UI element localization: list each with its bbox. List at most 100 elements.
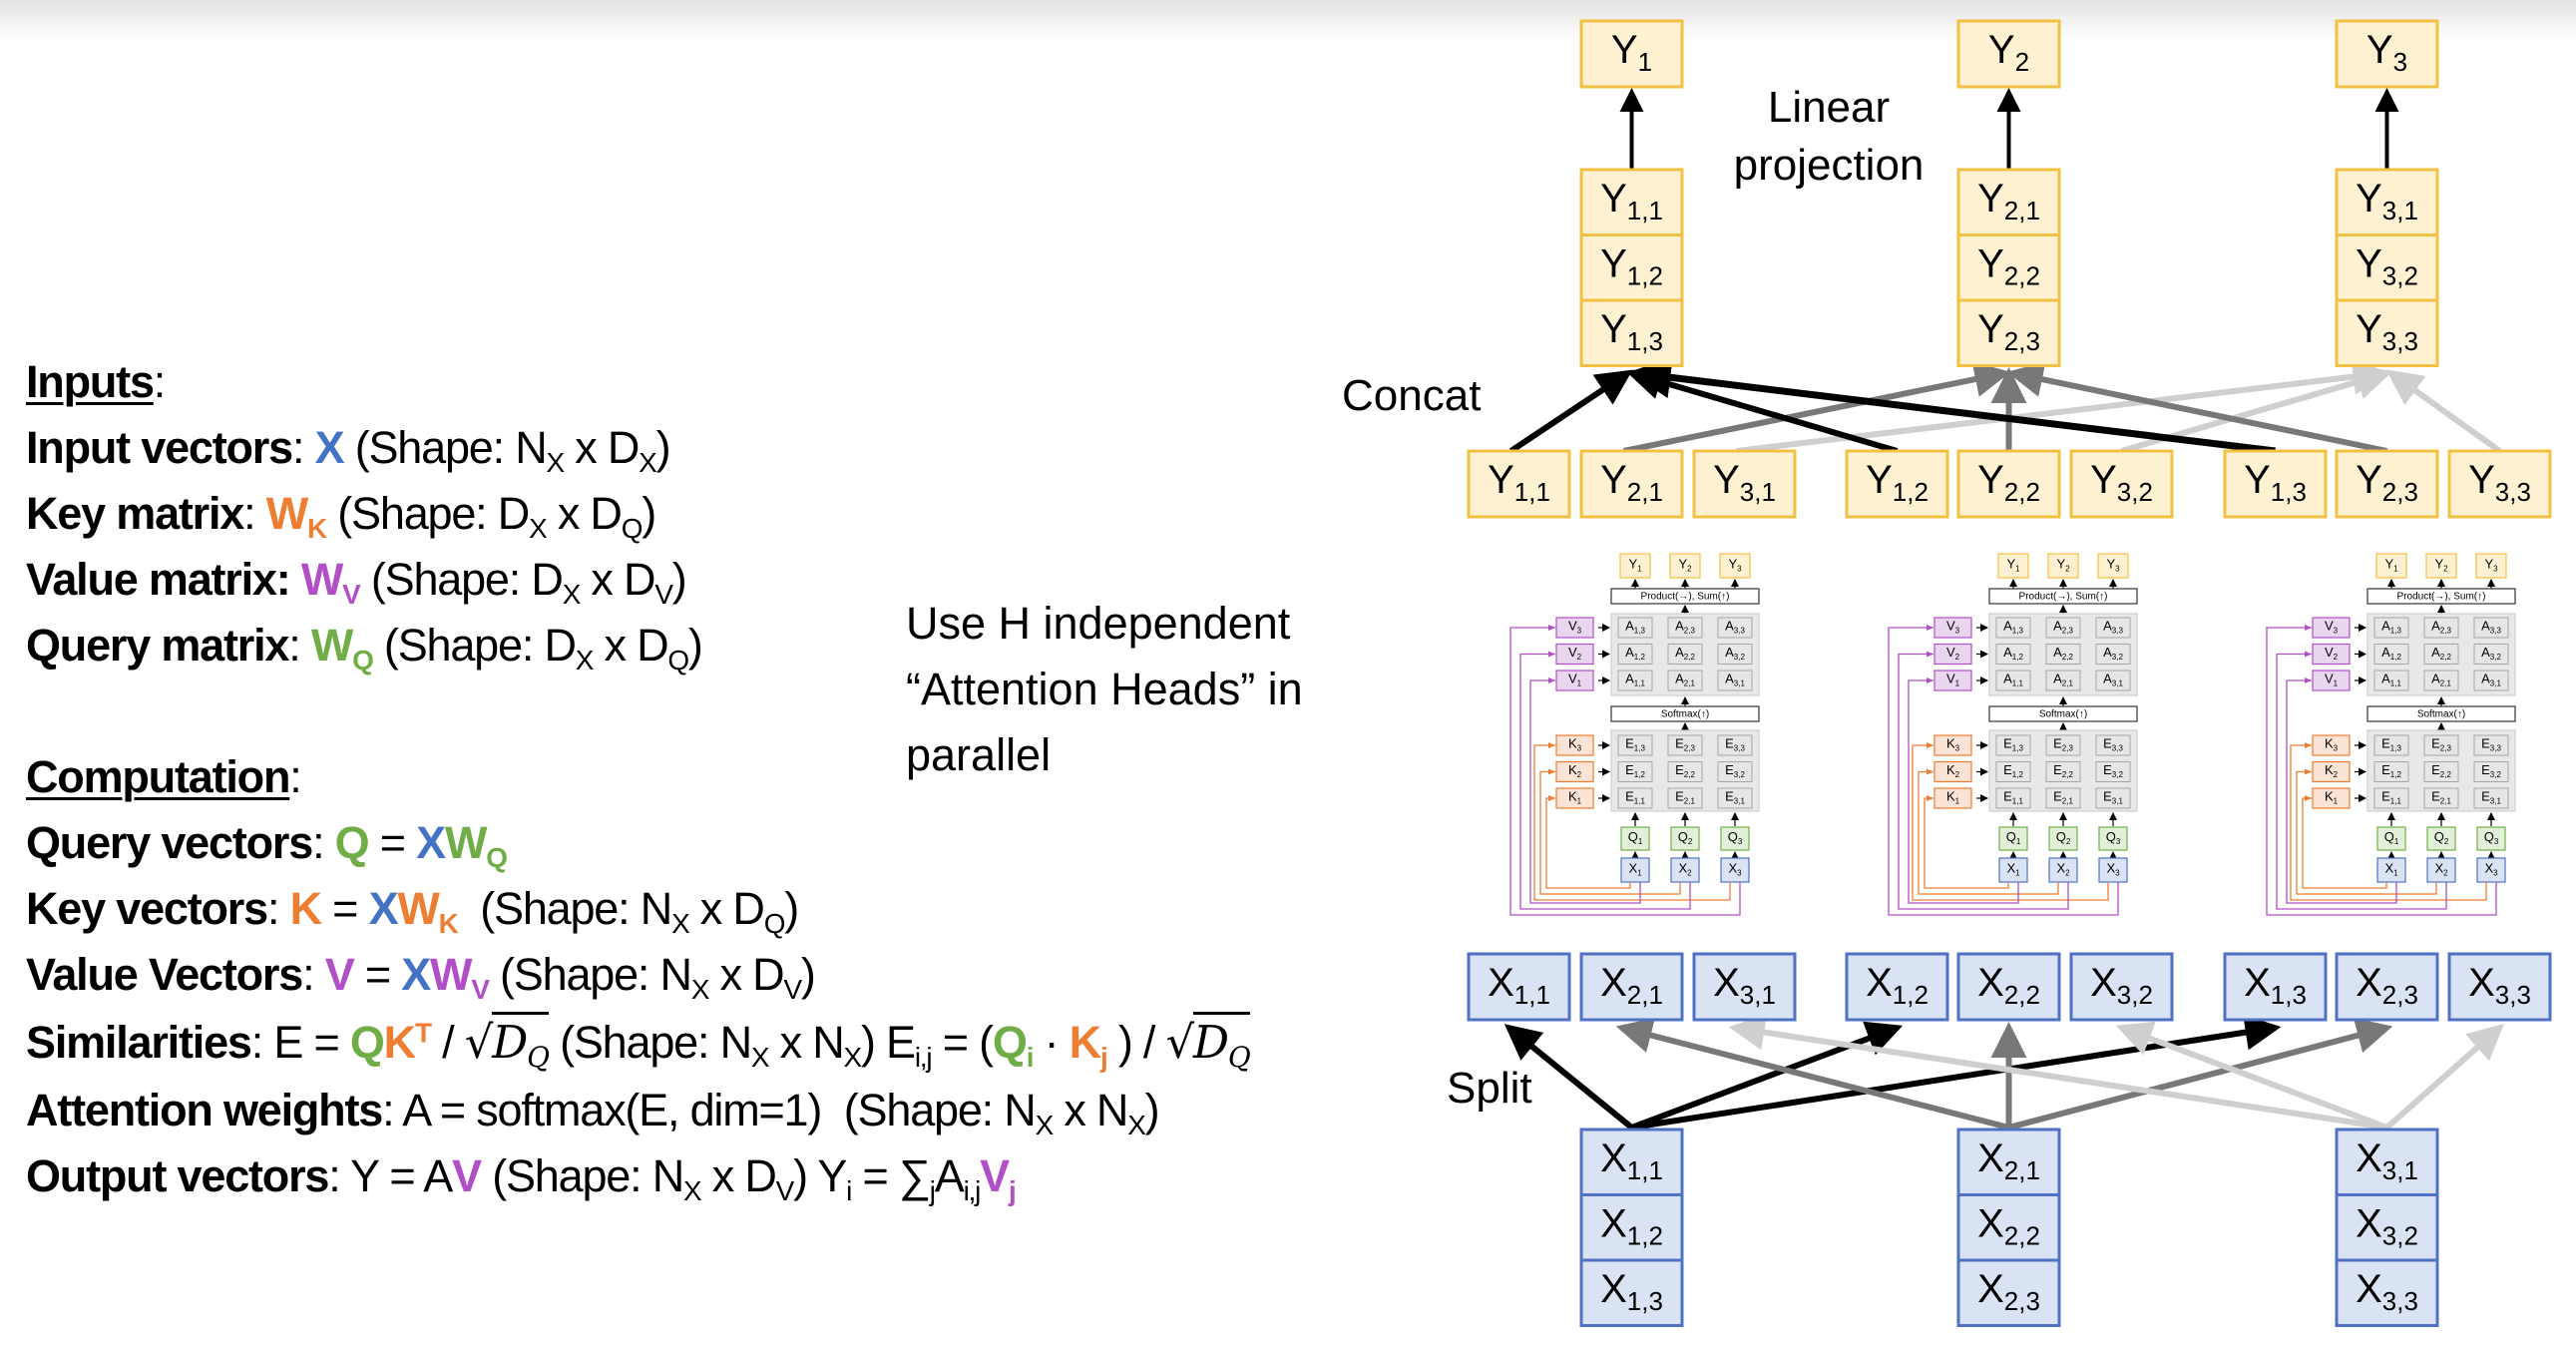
key-box-rect: [2312, 760, 2351, 783]
head-y-mini: Y1: [2375, 553, 2407, 579]
similarity-cell: E2,1: [1667, 787, 1703, 809]
value-route-line: [2276, 651, 2447, 910]
product-sum-box: Product(→), Sum(↑): [2366, 588, 2516, 605]
split-arrow: [1728, 1014, 2387, 1130]
head-y-mini-label: Y1: [2006, 557, 2020, 574]
head-output-box-label: Y1,3: [2244, 458, 2307, 507]
input-box-label: X1: [1628, 861, 1642, 878]
product-sum-label: Product(→), Sum(↑): [2397, 592, 2486, 603]
similarity-cell: E1,3: [2373, 734, 2409, 756]
input-box-label: X3: [2484, 861, 2498, 878]
wk-symbol: WK: [397, 883, 458, 937]
attention-cell: A2,1: [2423, 670, 2459, 691]
query-box-rect: [2476, 826, 2506, 851]
head-y-mini-label: Y1: [2384, 557, 2398, 574]
attention-weights-label: Attention weights: [26, 1085, 383, 1135]
product-sum-rect: [2366, 588, 2516, 605]
similarity-cell-label: E2,2: [2431, 762, 2451, 779]
similarity-cell-label: E3,3: [2103, 736, 2123, 753]
stacked-output-box-rect: [1956, 298, 2061, 367]
similarity-cell-label: E2,2: [2053, 762, 2073, 779]
input-box-rect: [1620, 857, 1650, 883]
attention-cell-rect: [2473, 617, 2509, 639]
softmax-rect: [1988, 705, 2138, 722]
value-route-line: [1908, 678, 2019, 904]
shape-part: N: [1095, 1085, 1129, 1135]
stacked-input-box-label: X3,2: [2356, 1201, 2418, 1250]
head-output-box-label: Y2,3: [2356, 458, 2418, 507]
attention-cell-label: A1,1: [2381, 672, 2401, 688]
attention-cell: A1,2: [1995, 644, 2031, 665]
k-symbol: K: [289, 883, 323, 934]
similarity-cell-label: E3,1: [2481, 789, 2501, 806]
query-box-rect: [1620, 826, 1650, 851]
attention-cell: A3,3: [2095, 617, 2131, 639]
similarity-cell-label: E3,2: [2103, 762, 2123, 779]
head-output-box-label: Y3,3: [2468, 458, 2531, 507]
similarity-cell-rect: [2423, 734, 2459, 756]
symbol-main: Q: [992, 1017, 1028, 1068]
head-input-box-rect: [2069, 952, 2174, 1022]
product-sum-box: Product(→), Sum(↑): [1610, 588, 1760, 605]
head-input-box: X2,2: [1956, 952, 2061, 1022]
stacked-output-box-rect: [1956, 233, 2061, 302]
value-route-line: [1888, 625, 2119, 916]
shape-sub: X: [690, 973, 710, 1005]
wv-symbol: WV: [301, 554, 361, 608]
shape-part: D: [590, 488, 623, 539]
vj-symbol: Vj: [980, 1150, 1017, 1204]
concat-label: Concat: [1342, 371, 1481, 420]
head-y-mini-label: Y1: [1628, 557, 1642, 574]
key-box-rect: [1933, 787, 1972, 809]
attention-cell-rect: [1995, 644, 2031, 665]
key-box: K2: [1555, 760, 1594, 783]
attention-cell-label: A2,1: [1675, 672, 1695, 688]
head-output-box-rect: [1692, 449, 1797, 519]
key-box: K2: [1933, 760, 1972, 783]
product-sum-label: Product(→), Sum(↑): [2019, 592, 2108, 603]
output-box-y1-rect: [1579, 19, 1684, 89]
product-sum-label: Product(→), Sum(↑): [1641, 592, 1730, 603]
output-box-y3-label: Y3: [2366, 28, 2407, 77]
symbol-sub: Q: [486, 841, 508, 873]
query-box: Q3: [1720, 826, 1750, 851]
attention-expr: A = softmax(E, dim=1): [402, 1085, 822, 1135]
value-box-rect: [1555, 643, 1594, 666]
head-output-box: Y1,2: [1845, 449, 1949, 519]
q-symbol: Q: [334, 817, 370, 868]
attention-cell-label: A1,3: [2003, 619, 2023, 636]
input-box-rect: [2426, 857, 2456, 883]
stacked-output-box: Y3,1: [2335, 168, 2439, 236]
key-box-label: K3: [2325, 736, 2339, 753]
shape-part: N: [651, 1150, 685, 1201]
shape-sub: X: [843, 1041, 863, 1073]
attention-cell: A1,1: [2373, 670, 2409, 691]
key-vectors-line: Key vectors: K = XWK (Shape: NX x DQ): [26, 883, 799, 939]
attention-cell-label: A2,2: [2431, 645, 2451, 662]
symbol-main: D: [492, 1016, 528, 1069]
query-vectors-line: Query vectors: Q = XWQ: [26, 817, 508, 873]
symbol-sub: K: [307, 512, 327, 544]
similarity-cell-label: E3,1: [2103, 789, 2123, 806]
stacked-output-box: Y2,1: [1956, 168, 2061, 236]
softmax-box: Softmax(↑): [2366, 705, 2516, 722]
value-box-rect: [1933, 643, 1972, 666]
attention-cell: A2,1: [2045, 670, 2081, 691]
similarity-cell-rect: [1717, 787, 1753, 809]
attention-cell-rect: [2473, 670, 2509, 691]
attention-cell-rect: [2423, 670, 2459, 691]
inputs-heading: Inputs: [26, 356, 155, 407]
stacked-output-box-rect: [2335, 168, 2439, 236]
value-route-line: [1529, 678, 1641, 904]
value-box-label: V3: [2325, 619, 2339, 636]
input-box: X3: [2098, 857, 2128, 883]
shape-part: N: [719, 1017, 753, 1068]
similarity-cell: E2,2: [2045, 761, 2081, 782]
head-input-box: X3,3: [2447, 952, 2552, 1022]
shape-sub: X: [1127, 1109, 1146, 1140]
symbol-main: W: [397, 883, 439, 934]
value-box-rect: [2312, 670, 2351, 691]
shape-sub: X: [575, 644, 595, 676]
stacked-input-box: X1,2: [1579, 1193, 1684, 1262]
